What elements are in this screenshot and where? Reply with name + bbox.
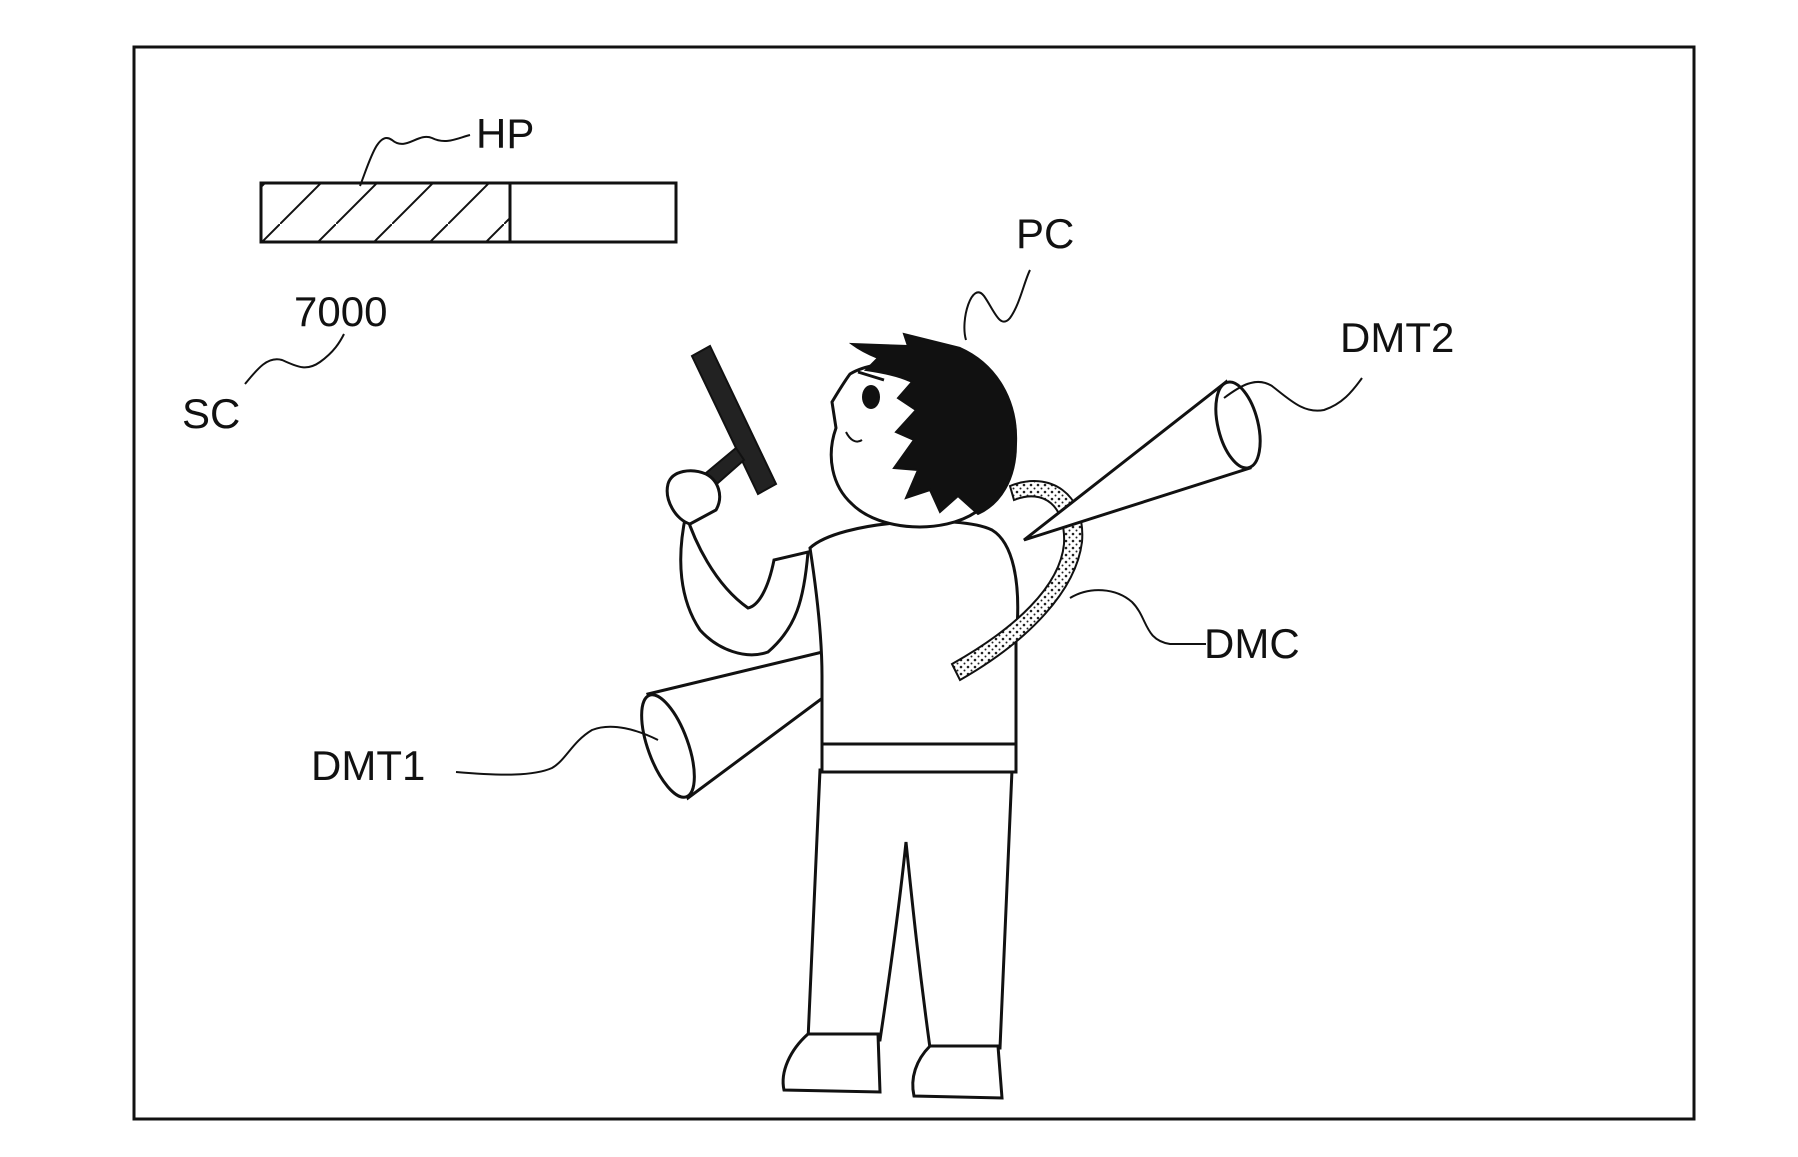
pc-label: PC xyxy=(1016,210,1074,257)
pc-belt xyxy=(822,744,1016,772)
hp-gauge-fill xyxy=(261,183,510,242)
dmt2-label: DMT2 xyxy=(1340,314,1454,361)
dmt1-label: DMT1 xyxy=(311,742,425,789)
hp-label: HP xyxy=(476,110,534,157)
score-label: SC xyxy=(182,390,240,437)
dmc-label: DMC xyxy=(1204,620,1300,667)
hp-gauge xyxy=(261,183,676,242)
pc-eye xyxy=(862,385,880,409)
pc-left-shoe xyxy=(783,1034,880,1092)
score-value: 7000 xyxy=(294,288,387,335)
pc-right-shoe xyxy=(913,1046,1002,1098)
